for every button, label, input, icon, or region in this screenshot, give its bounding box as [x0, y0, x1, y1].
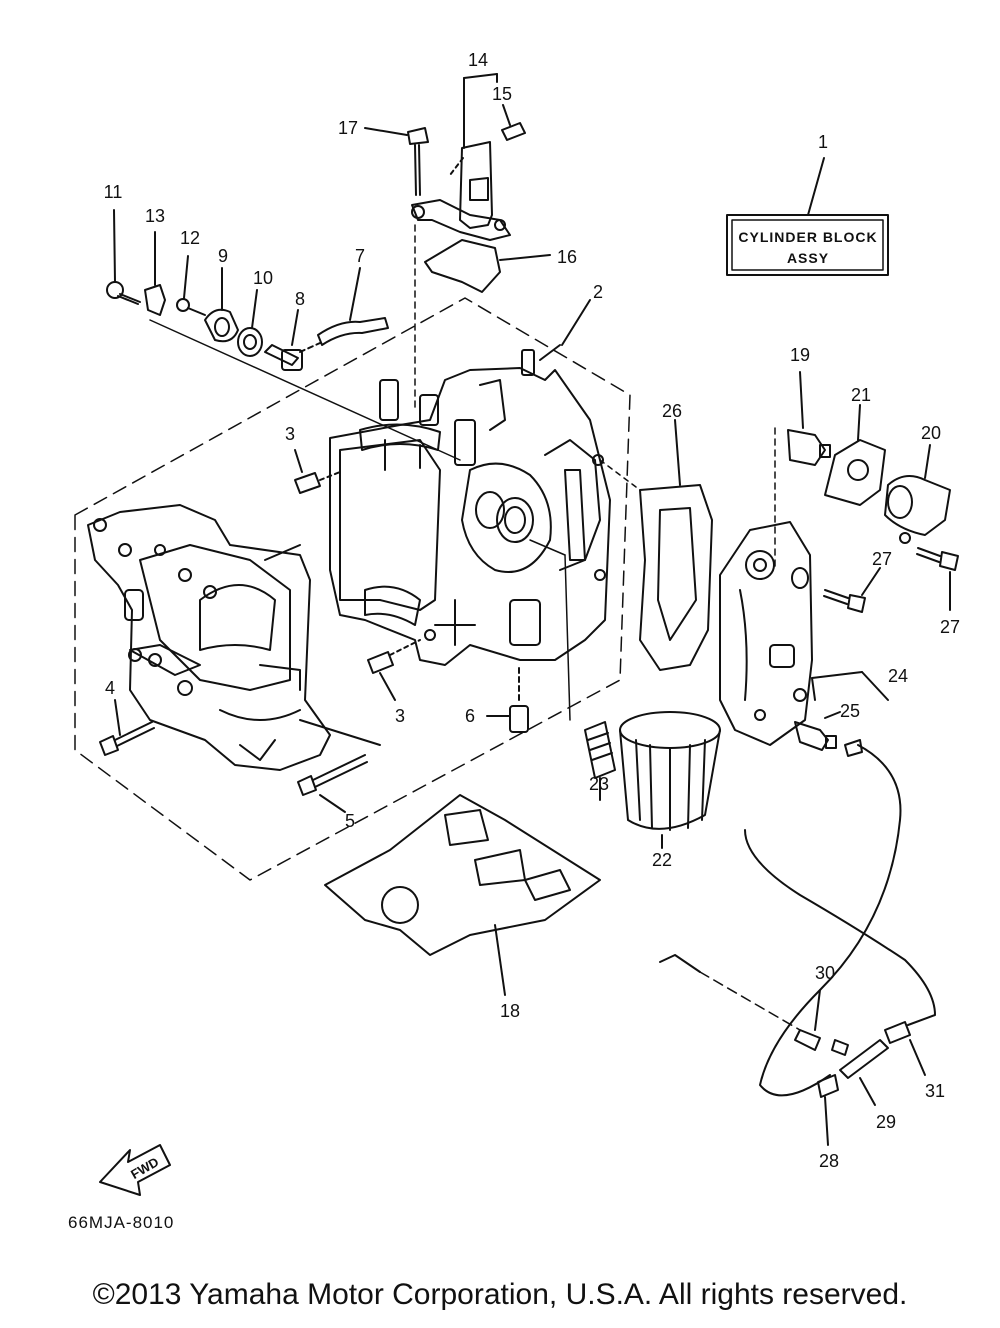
callout-6: 6 [465, 706, 475, 726]
bolt-17 [364, 127, 429, 411]
thermostat-19 [774, 371, 831, 571]
thermostat-cover-20 [884, 444, 951, 544]
callout-27a: 27 [872, 549, 892, 569]
clip-13 [144, 231, 166, 316]
oil-seal-housing-9 [204, 267, 239, 343]
stud-23 [584, 721, 616, 801]
cover-24 [719, 521, 889, 746]
callout-22: 22 [652, 850, 672, 870]
gasket-21 [824, 404, 886, 506]
callout-24: 24 [888, 666, 908, 686]
callout-3a: 3 [285, 424, 295, 444]
callout-29: 29 [876, 1112, 896, 1132]
callout-9: 9 [218, 246, 228, 266]
callout-14: 14 [468, 50, 488, 70]
screw-12 [176, 255, 206, 316]
oil-filter-22 [619, 711, 721, 849]
gasket-18 [324, 794, 601, 996]
callout-1: 1 [818, 132, 828, 152]
callout-numbers: 1 2 3 3 4 5 6 7 8 9 10 11 12 13 14 15 16… [104, 50, 960, 1171]
callout-30: 30 [815, 963, 835, 983]
callout-7: 7 [355, 246, 365, 266]
drawing-code: 66MJA-8010 [68, 1213, 174, 1232]
bolt-4 [99, 699, 155, 756]
assembly-label-line-1: CYLINDER BLOCK [738, 229, 877, 245]
callout-13: 13 [145, 206, 165, 226]
crankcase-half [87, 504, 331, 771]
dowel-pin-3-upper [294, 449, 341, 494]
dowel-pin-3-lower [367, 639, 421, 701]
pin-8 [264, 309, 303, 371]
callout-17: 17 [338, 118, 358, 138]
bolt-11 [106, 209, 141, 305]
bolt-27-right [916, 547, 959, 611]
assembly-label-box [726, 157, 889, 276]
callout-11: 11 [104, 182, 123, 202]
callout-5: 5 [345, 811, 355, 831]
assembly-label-line-2: ASSY [787, 250, 829, 266]
gasket-16 [424, 239, 551, 293]
pin-6 [486, 667, 529, 733]
callout-3b: 3 [395, 706, 405, 726]
callout-21: 21 [851, 385, 871, 405]
hose-assembly [659, 739, 936, 1146]
callout-23: 23 [589, 774, 609, 794]
callout-19: 19 [790, 345, 810, 365]
cylinder-block [329, 349, 611, 666]
callout-8: 8 [295, 289, 305, 309]
callout-31: 31 [925, 1081, 945, 1101]
gasket-26 [599, 419, 713, 671]
callout-12: 12 [180, 228, 200, 248]
oil-seal-10 [237, 289, 263, 357]
callout-18: 18 [500, 1001, 520, 1021]
callout-25: 25 [840, 701, 860, 721]
fwd-arrow-icon [99, 1144, 171, 1196]
bracket-14 [411, 73, 511, 241]
callout-26: 26 [662, 401, 682, 421]
bolt-27-left [823, 567, 881, 613]
copyright-notice: ©2013 Yamaha Motor Corporation, U.S.A. A… [92, 1278, 908, 1311]
bolt-5 [297, 719, 381, 813]
hose-7 [299, 267, 389, 353]
callout-27b: 27 [940, 617, 960, 637]
callout-10: 10 [253, 268, 273, 288]
bolt-15 [501, 104, 526, 141]
callout-28: 28 [819, 1151, 839, 1171]
fitting-25 [794, 711, 841, 751]
callout-2: 2 [593, 282, 603, 302]
cylinder-block-dashed-outline [74, 297, 631, 881]
callout-4: 4 [105, 678, 115, 698]
callout-15: 15 [492, 84, 512, 104]
callout-16: 16 [557, 247, 577, 267]
callout-20: 20 [921, 423, 941, 443]
